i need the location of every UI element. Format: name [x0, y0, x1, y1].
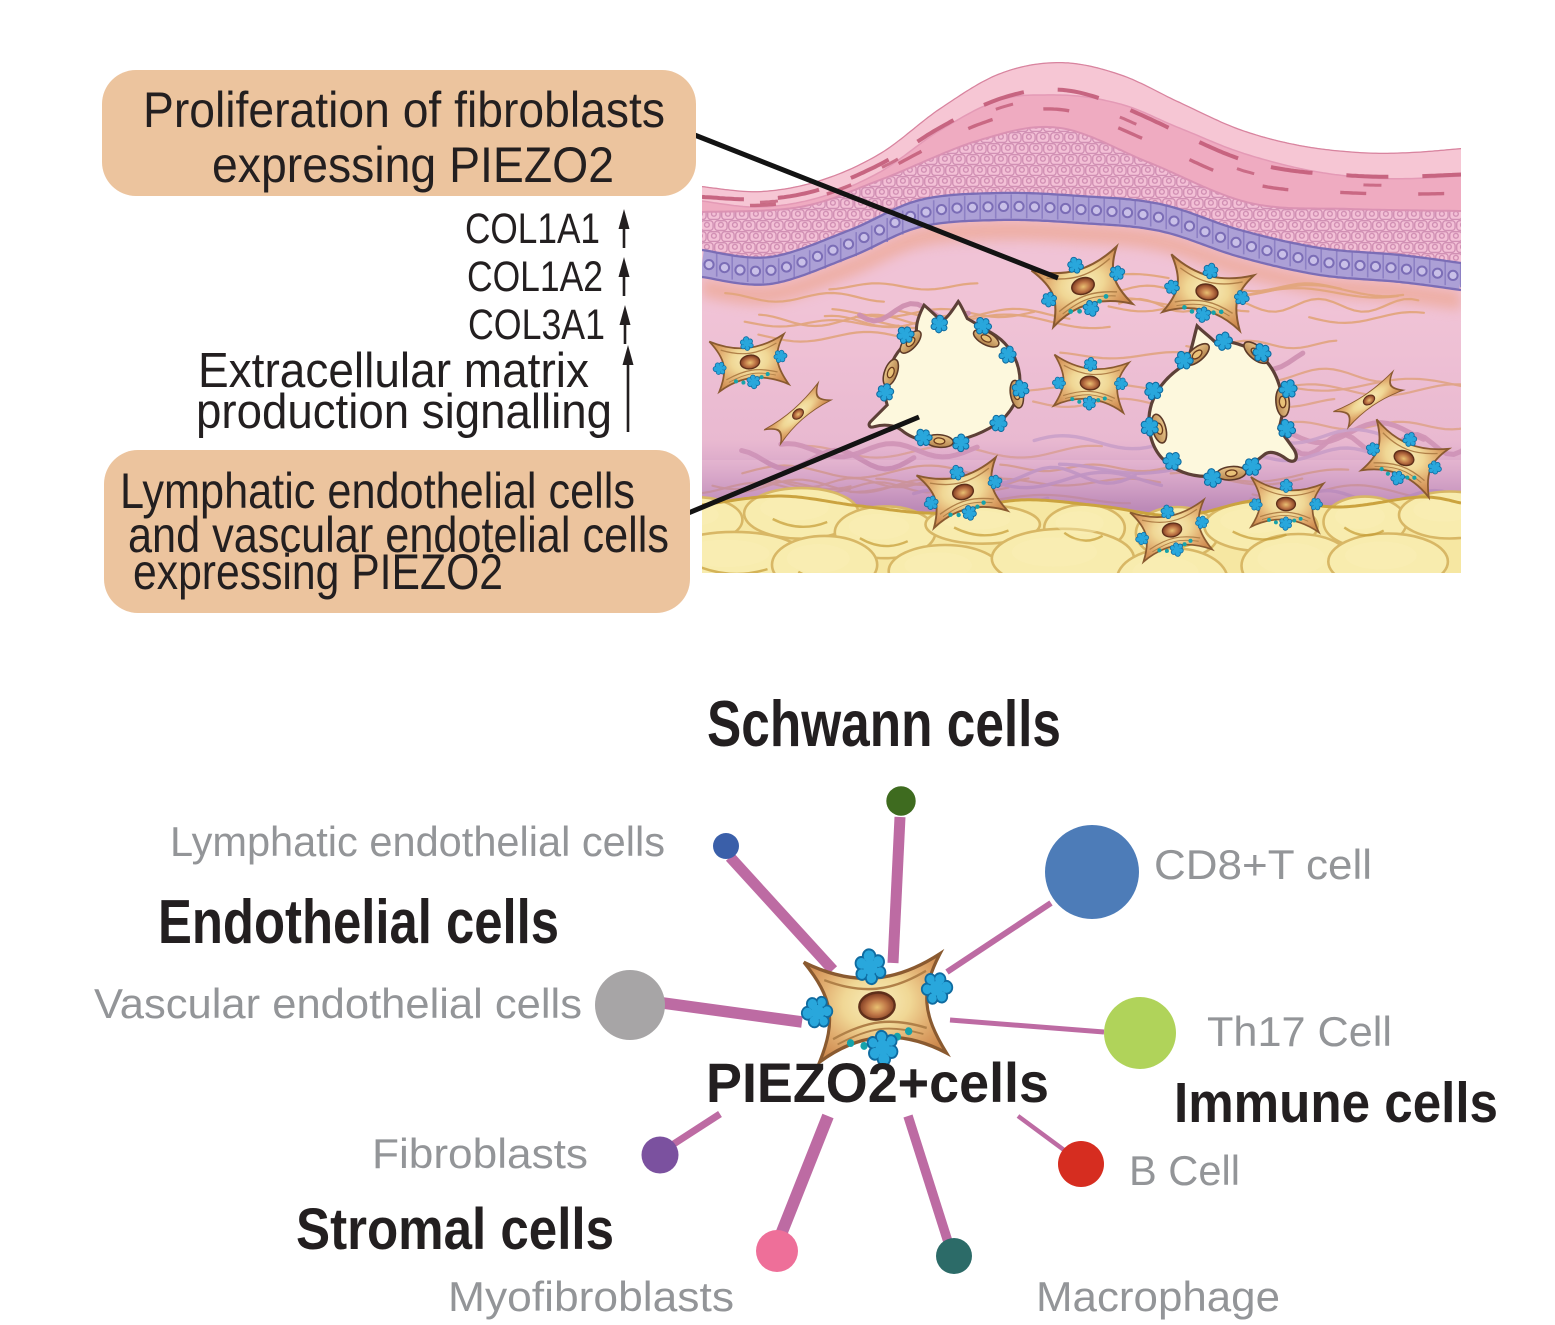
svg-text:Fibroblasts: Fibroblasts: [372, 1130, 588, 1177]
svg-text:expressing PIEZO2: expressing PIEZO2: [133, 544, 503, 600]
svg-text:Endothelial cells: Endothelial cells: [158, 888, 559, 957]
svg-text:Vascular endothelial cells: Vascular endothelial cells: [94, 980, 582, 1027]
svg-text:Th17 Cell: Th17 Cell: [1207, 1008, 1392, 1055]
svg-text:expressing PIEZO2: expressing PIEZO2: [212, 137, 614, 193]
svg-text:Proliferation of fibroblasts: Proliferation of fibroblasts: [143, 82, 665, 138]
svg-text:Lymphatic endothelial cells: Lymphatic endothelial cells: [170, 818, 665, 865]
svg-text:B Cell: B Cell: [1129, 1147, 1240, 1194]
svg-text:Myofibroblasts: Myofibroblasts: [448, 1273, 734, 1320]
svg-text:PIEZO2+cells: PIEZO2+cells: [706, 1051, 1049, 1114]
svg-text:COL1A2: COL1A2: [467, 253, 603, 301]
svg-text:Schwann cells: Schwann cells: [707, 687, 1061, 760]
svg-text:Lymphatic endothelial cells: Lymphatic endothelial cells: [120, 463, 635, 519]
svg-text:COL3A1: COL3A1: [468, 301, 605, 349]
svg-text:COL1A1: COL1A1: [465, 205, 600, 253]
svg-text:Extracellular matrix: Extracellular matrix: [198, 344, 589, 398]
svg-text:Macrophage: Macrophage: [1036, 1273, 1280, 1320]
svg-text:Immune cells: Immune cells: [1174, 1071, 1498, 1135]
svg-text:CD8+T cell: CD8+T cell: [1154, 841, 1372, 888]
svg-text:production signalling: production signalling: [196, 385, 612, 439]
svg-text:Stromal cells: Stromal cells: [296, 1197, 614, 1262]
svg-text:and vascular endotelial cells: and vascular endotelial cells: [128, 507, 669, 563]
